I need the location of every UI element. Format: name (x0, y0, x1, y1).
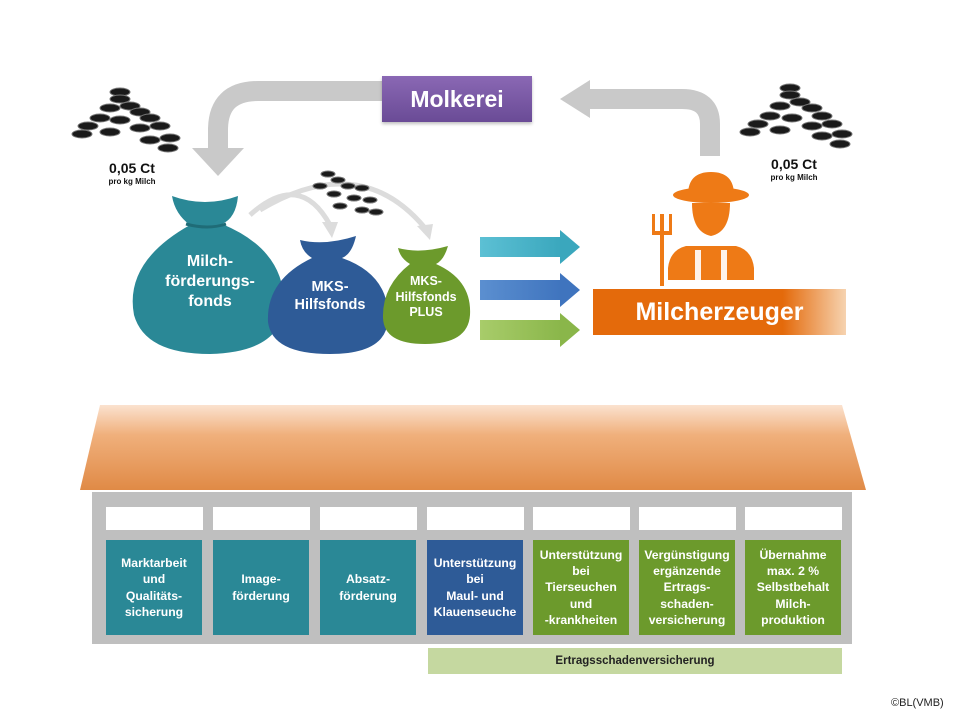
molkerei-box: Molkerei (382, 76, 532, 122)
box-line: förderung (232, 588, 290, 603)
box-line: max. 2 % (766, 564, 820, 579)
window-slot (213, 507, 310, 530)
window-slot (106, 507, 203, 530)
box-line: bei (466, 572, 484, 587)
box-line: bei (572, 564, 590, 579)
roof (80, 405, 866, 490)
sack-mks-hilfsfonds-plus (382, 246, 471, 344)
box-line: Ertrags- (663, 580, 711, 595)
sack-milchfoerderungsfonds (132, 196, 285, 354)
ertragsschaden-bar: Ertragsschadenversicherung (428, 648, 842, 674)
box-line: Maul- und (446, 588, 504, 603)
arrow-teal (480, 230, 580, 264)
arrow-blue (480, 273, 580, 307)
box-line: Unterstützung (433, 556, 517, 571)
box-line: ergänzende (653, 564, 721, 579)
box-line: Image- (241, 572, 281, 587)
price-right-value: 0,05 Ct (771, 156, 817, 172)
box-line: Selbstbehalt (756, 580, 830, 595)
box-line: Qualitäts- (125, 588, 183, 603)
label-line: fonds (188, 293, 232, 310)
coins-icon-middle (312, 170, 384, 216)
label-line: förderungs- (165, 273, 255, 290)
price-left-value: 0,05 Ct (109, 160, 155, 176)
window-slot (533, 507, 630, 530)
label-line: PLUS (409, 305, 443, 320)
box-line: Unterstützung (539, 548, 623, 563)
coins-icon-right (739, 83, 853, 149)
price-right-unit: pro kg Milch (770, 173, 818, 182)
window-slot (320, 507, 417, 530)
box-line: -krankheiten (544, 612, 618, 627)
arc-arrowhead-1 (322, 222, 338, 238)
box-line: förderung (339, 588, 397, 603)
copyright: ©BL(VMB) (891, 697, 944, 709)
box-line: und (569, 596, 593, 611)
box-line: Übernahme (759, 548, 827, 563)
window-slot (427, 507, 524, 530)
arc-arrowhead-2 (417, 224, 433, 240)
label-mks-hilfsfonds-plus: MKS- Hilfsfonds PLUS (386, 274, 466, 321)
label-line: Hilfsfonds (395, 289, 457, 304)
box-line: und (142, 572, 166, 587)
box-line: schaden- (660, 596, 714, 611)
window-slot (745, 507, 842, 530)
coins-icon-left (71, 87, 181, 153)
box-line: Vergünstigung (644, 548, 730, 563)
box-line: Absatz- (345, 572, 390, 587)
price-right: 0,05 Ct pro kg Milch (754, 156, 834, 182)
label-line: MKS- (311, 279, 349, 295)
window-slot (639, 507, 736, 530)
price-left: 0,05 Ct pro kg Milch (92, 160, 172, 186)
label-line: Milch- (186, 253, 234, 270)
label-mks-hilfsfonds: MKS- Hilfsfonds (278, 278, 382, 314)
box-absatzfoerderung: Absatz-förderung (320, 540, 416, 635)
box-line: produktion (761, 612, 825, 627)
box-line: Marktarbeit (121, 556, 187, 571)
farmer-icon (652, 172, 754, 286)
box-line: Klauenseuche (433, 604, 517, 619)
box-imagefoerderung: Image-förderung (213, 540, 309, 635)
box-line: versicherung (648, 612, 726, 627)
box-line: Milch- (775, 596, 811, 611)
sack-mks-hilfsfonds (267, 236, 389, 354)
arrow-erzeuger-to-molkerei (560, 80, 720, 156)
label-line: Hilfsfonds (294, 297, 366, 314)
label-line: MKS- (410, 274, 442, 288)
arrow-molkerei-to-fonds (192, 81, 382, 176)
label-milchfoerderungsfonds: Milch- förderungs- fonds (150, 252, 270, 312)
milcherzeuger-box: Milcherzeuger (593, 289, 846, 335)
arrow-green (480, 313, 580, 347)
box-line: sicherung (124, 604, 184, 619)
price-left-unit: pro kg Milch (108, 177, 156, 186)
box-line: Tierseuchen (545, 580, 617, 595)
